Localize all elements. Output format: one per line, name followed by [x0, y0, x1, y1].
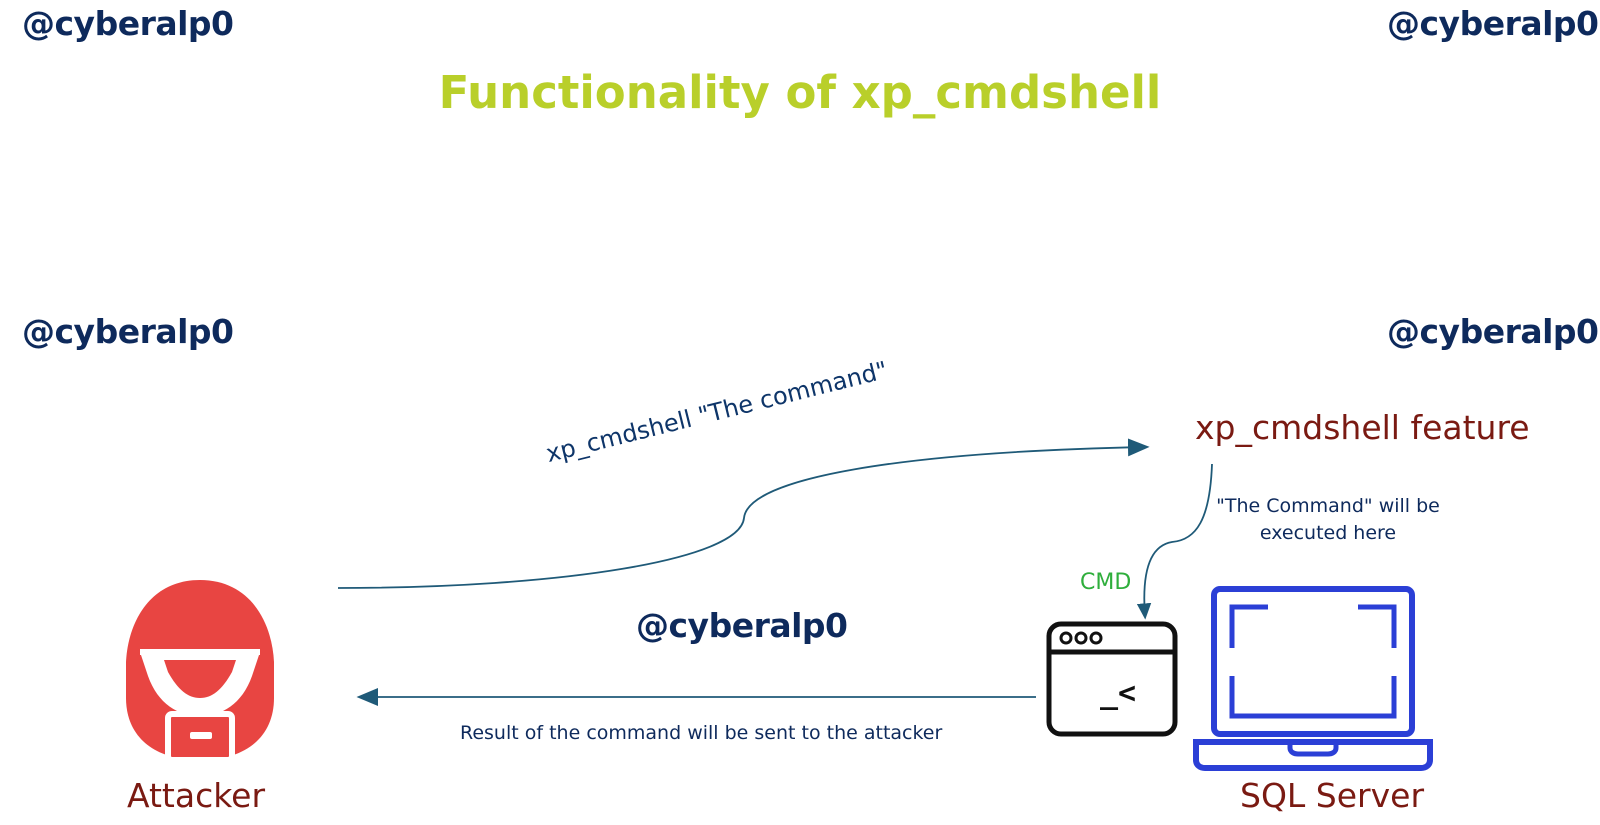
diagram-title: Functionality of xp_cmdshell	[438, 66, 1162, 119]
terminal-window-icon	[1046, 621, 1178, 737]
cmd-prompt: _<	[1100, 676, 1137, 711]
execution-note: "The Command" will be executed here	[1216, 495, 1440, 544]
laptop-icon	[1193, 586, 1433, 771]
server-label: SQL Server	[1240, 776, 1425, 815]
watermark-top-left: @cyberalp0	[22, 4, 234, 43]
watermark-top-right: @cyberalp0	[1387, 4, 1599, 43]
cmd-label: CMD	[1080, 570, 1132, 595]
feature-label: xp_cmdshell feature	[1195, 408, 1530, 447]
hooded-hacker-icon	[126, 580, 274, 763]
request-arrow	[337, 438, 1150, 589]
watermark-center: @cyberalp0	[636, 606, 848, 645]
execute-arrow	[1136, 463, 1213, 620]
result-label: Result of the command will be sent to th…	[460, 722, 943, 744]
watermark-mid-left: @cyberalp0	[22, 312, 234, 351]
watermark-mid-right: @cyberalp0	[1387, 312, 1599, 351]
attacker-label: Attacker	[127, 776, 266, 815]
